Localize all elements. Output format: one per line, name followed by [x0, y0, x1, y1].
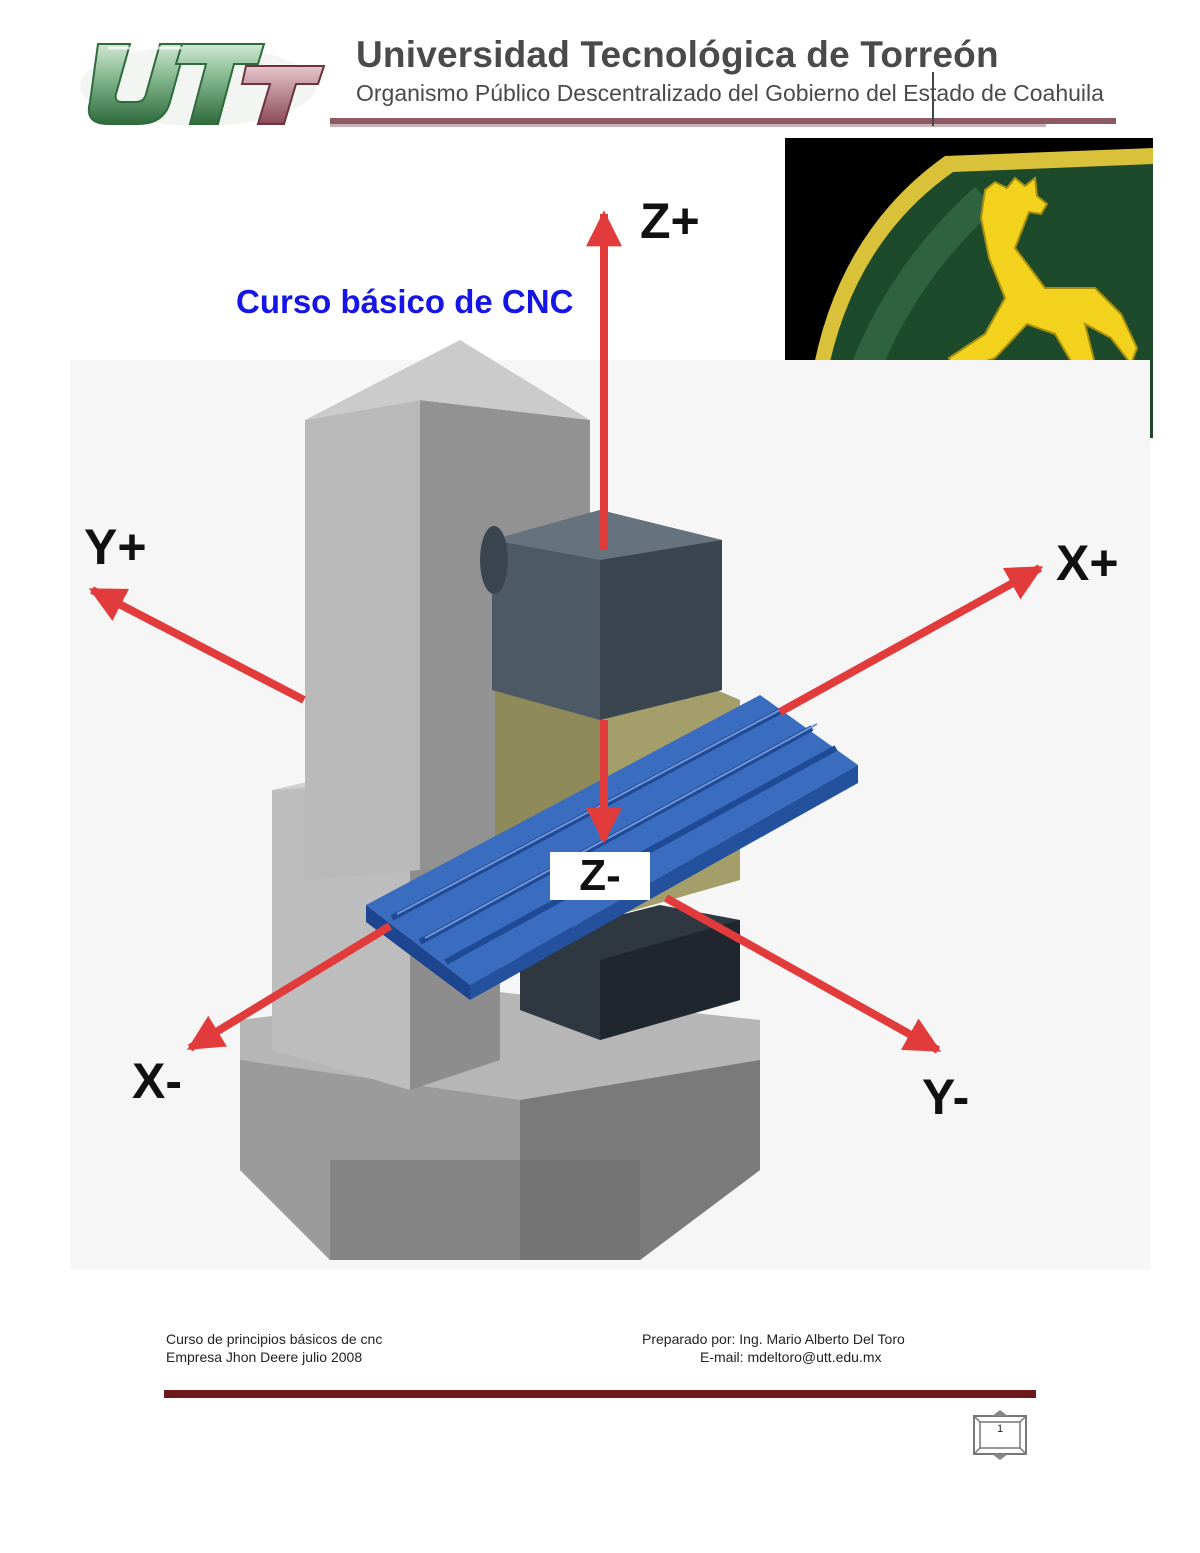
header-tick	[932, 72, 934, 126]
header-rule-shadow	[330, 124, 1046, 127]
footer-left-line2: Empresa Jhon Deere julio 2008	[166, 1349, 363, 1365]
university-subtitle: Organismo Público Descentralizado del Go…	[356, 80, 1104, 106]
axis-label-z-plus: Z+	[640, 193, 700, 249]
axis-label-z-minus: Z-	[579, 851, 621, 900]
footer-right-line2: E-mail: mdeltoro@utt.edu.mx	[700, 1349, 882, 1365]
axis-label-y-plus: Y+	[84, 519, 147, 575]
utt-logo	[80, 43, 326, 126]
cnc-machine-diagram	[88, 210, 1044, 1260]
axis-label-z-minus-box: Z-	[550, 851, 650, 900]
axis-label-x-plus: X+	[1056, 535, 1119, 591]
university-name: Universidad Tecnológica de Torreón	[356, 34, 999, 75]
page-number: 1	[996, 1423, 1004, 1435]
page-ornament-icon	[973, 1410, 1027, 1460]
footer-right-line1: Preparado por: Ing. Mario Alberto Del To…	[642, 1331, 905, 1347]
page-number-badge: 1	[968, 1410, 1032, 1460]
header: Universidad Tecnológica de Torreón Organ…	[0, 0, 1200, 135]
header-rule	[330, 118, 1116, 124]
axis-label-y-minus: Y-	[922, 1069, 970, 1125]
footer-left-line1: Curso de principios básicos de cnc	[166, 1331, 383, 1347]
footer-rule	[164, 1390, 1036, 1398]
course-title: Curso básico de CNC	[236, 283, 574, 320]
axis-label-x-minus: X-	[132, 1053, 182, 1109]
